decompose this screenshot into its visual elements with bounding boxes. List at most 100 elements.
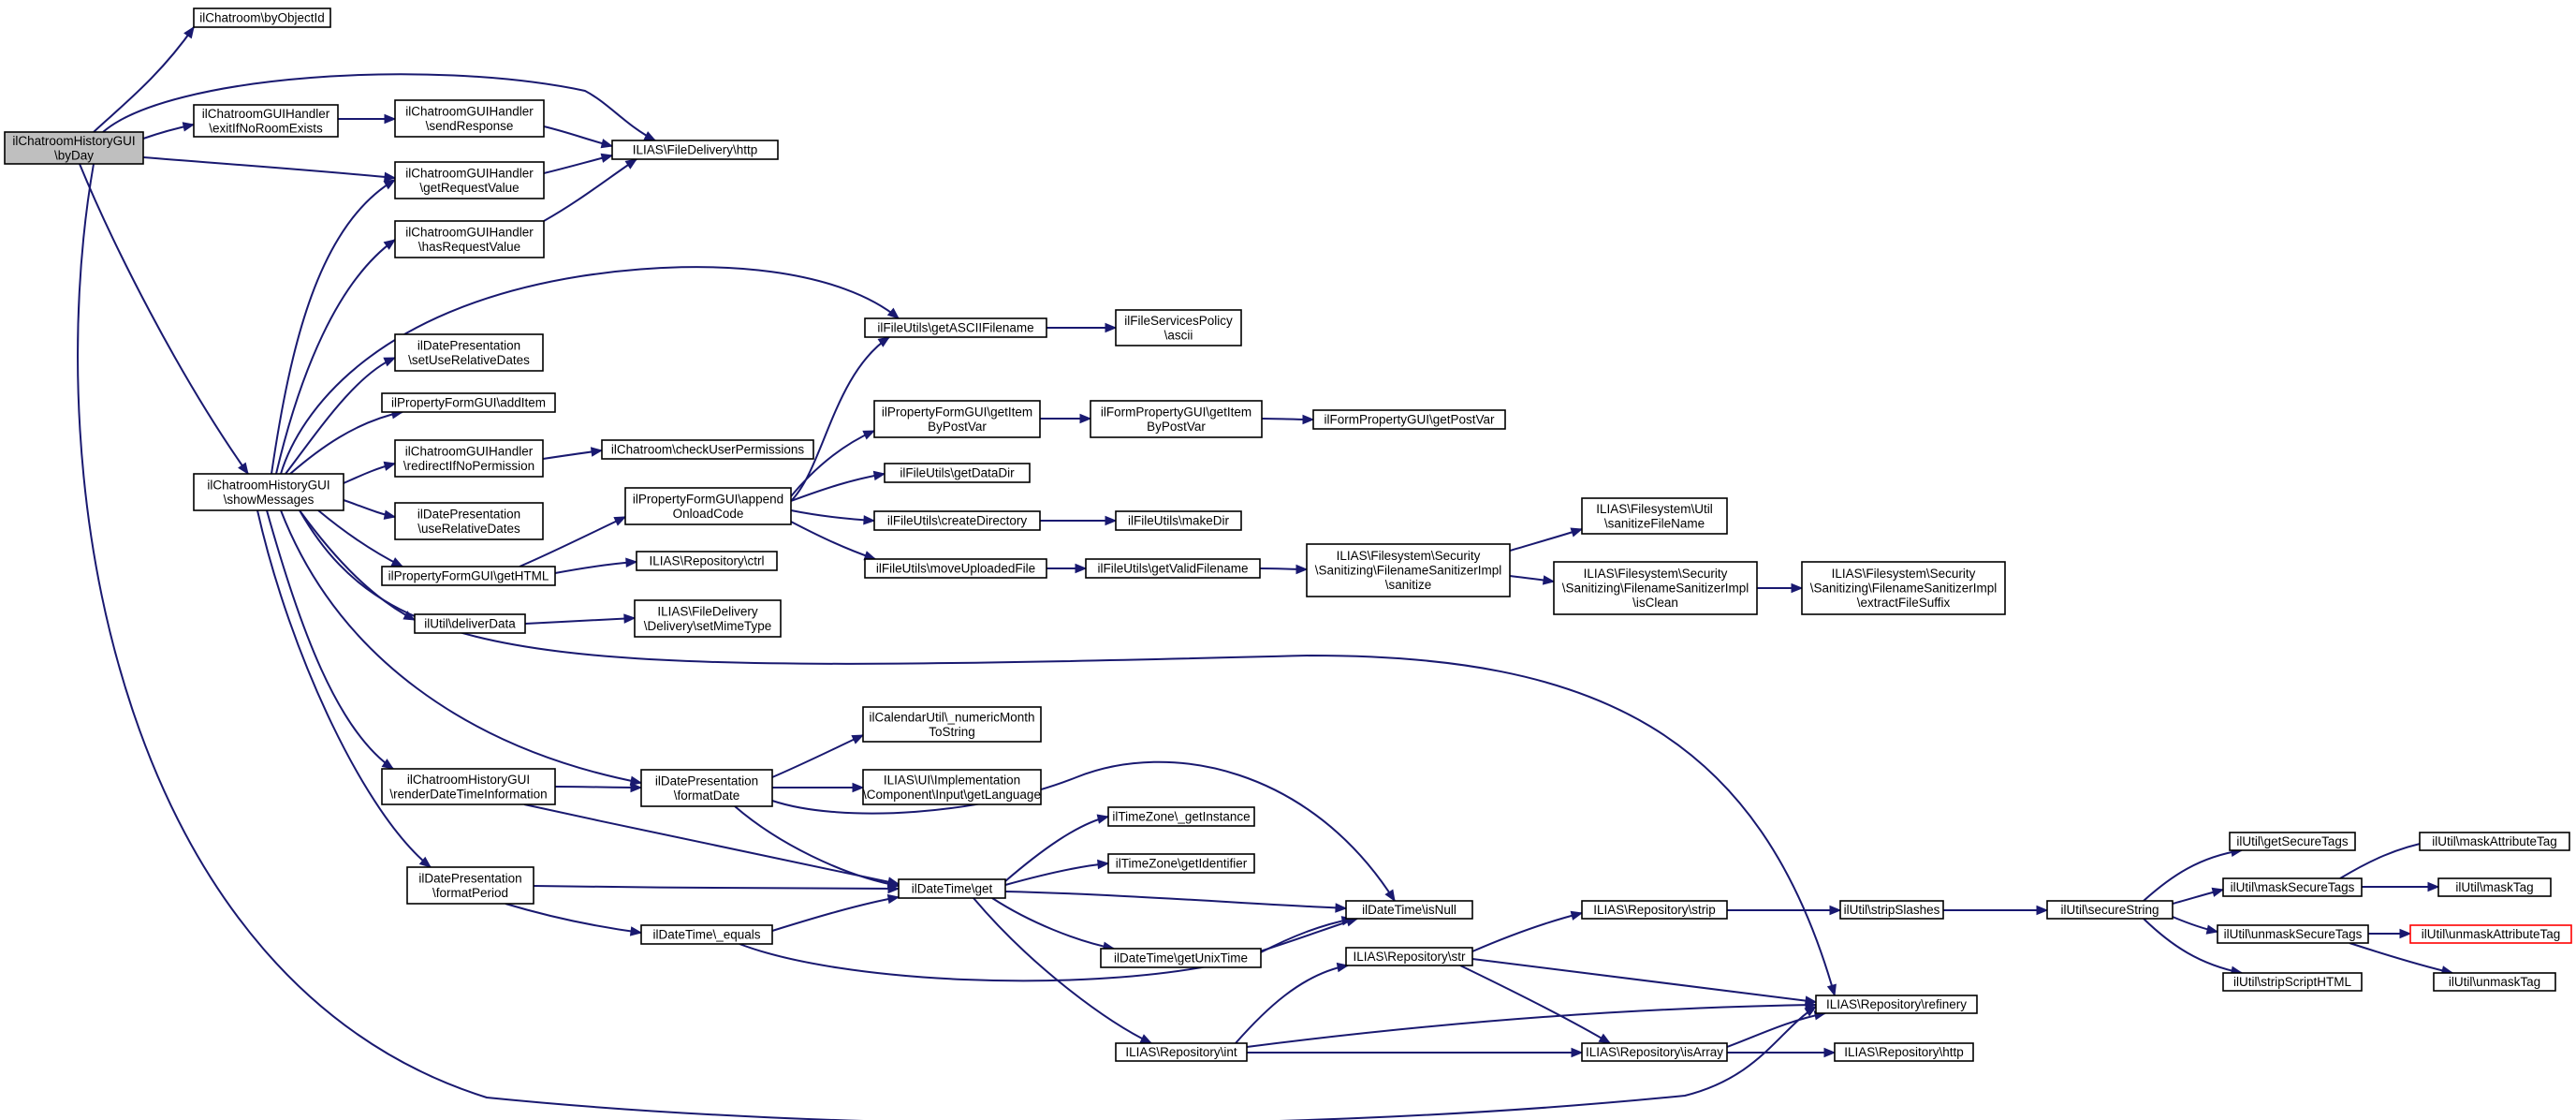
node-moveUploadedFile[interactable]: ilFileUtils\moveUploadedFile xyxy=(864,558,1047,579)
node-getRequestValue[interactable]: ilChatroomGUIHandler\getRequestValue xyxy=(394,161,545,199)
node-box xyxy=(2046,900,2174,920)
edge-getASCIIFilename-to-fileServicesAscii xyxy=(1046,322,1118,333)
node-label-line: ILIAS\Filesystem\Security xyxy=(1584,567,1728,581)
node-box xyxy=(2229,832,2356,851)
node-maskTag[interactable]: ilUtil\maskTag xyxy=(2437,877,2552,897)
node-makeDir[interactable]: ilFileUtils\makeDir xyxy=(1115,510,1242,531)
node-isArray[interactable]: ILIAS\Repository\isArray xyxy=(1581,1042,1728,1062)
arrowhead xyxy=(1096,814,1110,824)
node-deliverData[interactable]: ilUtil\deliverData xyxy=(414,613,526,634)
node-sanitizerSanitize[interactable]: ILIAS\Filesystem\Security\Sanitizing\Fil… xyxy=(1306,543,1511,597)
node-repositoryCtrl[interactable]: ILIAS\Repository\ctrl xyxy=(636,551,778,571)
edge-showMessages-to-renderDateTimeInformation xyxy=(266,509,395,770)
arrowhead xyxy=(381,759,395,770)
node-label-line: ILIAS\Filesystem\Util xyxy=(1596,502,1713,516)
node-label-line: \Sanitizing\FilenameSanitizerImpl xyxy=(1810,582,1998,596)
edge-exitIfNoRoomExists-to-sendResponse xyxy=(338,113,397,125)
node-equals[interactable]: ilDateTime\_equals xyxy=(640,924,773,945)
node-maskSecureTags[interactable]: ilUtil\maskSecureTags xyxy=(2222,877,2363,897)
node-checkUserPermissions[interactable]: ilChatroom\checkUserPermissions xyxy=(601,439,814,460)
node-hasRequestValue[interactable]: ilChatroomGUIHandler\hasRequestValue xyxy=(394,220,545,258)
node-label-line: ILIAS\Repository\isArray xyxy=(1586,1045,1723,1059)
node-getInstance[interactable]: ilTimeZone\_getInstance xyxy=(1107,806,1255,827)
node-box xyxy=(1090,400,1263,438)
arrowhead xyxy=(1826,983,1837,997)
node-dateTimeGet[interactable]: ilDateTime\get xyxy=(898,878,1006,899)
node-getHTML[interactable]: ilPropertyFormGUI\getHTML xyxy=(381,566,556,586)
edge-secureString-to-unmaskSecureTags xyxy=(2172,916,2219,935)
node-getASCIIFilename[interactable]: ilFileUtils\getASCIIFilename xyxy=(864,317,1047,338)
node-formatDate[interactable]: ilDatePresentation\formatDate xyxy=(640,769,773,807)
arrowhead xyxy=(600,153,614,163)
node-label-line: ILIAS\UI\Implementation xyxy=(884,773,1020,787)
node-extractFileSuffix[interactable]: ILIAS\Filesystem\Security\Sanitizing\Fil… xyxy=(1801,561,2006,615)
node-label-line: ILIAS\Repository\refinery xyxy=(1826,997,1967,1011)
node-repositoryInt[interactable]: ILIAS\Repository\int xyxy=(1115,1042,1248,1062)
node-getSecureTags[interactable]: ilUtil\getSecureTags xyxy=(2229,832,2356,851)
node-maskAttributeTag[interactable]: ilUtil\maskAttributeTag xyxy=(2419,832,2570,851)
node-useRelativeDates[interactable]: ilDatePresentation\useRelativeDates xyxy=(394,502,544,540)
edge-showMessages-to-formatPeriod xyxy=(256,509,432,868)
node-box xyxy=(4,131,144,165)
node-renderDateTimeInformation[interactable]: ilChatroomHistoryGUI\renderDateTimeInfor… xyxy=(381,768,556,805)
node-box xyxy=(1115,510,1242,531)
node-getUnixTime[interactable]: ilDateTime\getUnixTime xyxy=(1100,948,1262,968)
node-stripSlashes[interactable]: ilUtil\stripSlashes xyxy=(1839,900,1944,920)
node-secureString[interactable]: ilUtil\secureString xyxy=(2046,900,2174,920)
node-isNull[interactable]: ilDateTime\isNull xyxy=(1345,900,1473,920)
node-root[interactable]: ilChatroomHistoryGUI\byDay xyxy=(4,131,144,165)
node-getValidFilename[interactable]: ilFileUtils\getValidFilename xyxy=(1085,558,1261,579)
edge-showMessages-to-formatDate xyxy=(280,509,643,786)
edge-redirectIfNoPermission-to-checkUserPermissions xyxy=(542,447,604,460)
node-label-line: ByPostVar xyxy=(928,420,987,434)
node-exitIfNoRoomExists[interactable]: ilChatroomGUIHandler\exitIfNoRoomExists xyxy=(193,104,339,138)
node-box xyxy=(1345,900,1473,920)
node-fileServicesAscii[interactable]: ilFileServicesPolicy\ascii xyxy=(1115,309,1242,346)
node-label-line: \Delivery\setMimeType xyxy=(644,619,772,633)
node-fileDeliveryHttp[interactable]: ILIAS\FileDelivery\http xyxy=(611,140,779,160)
node-addItem[interactable]: ilPropertyFormGUI\addItem xyxy=(381,392,556,413)
node-byObjectId[interactable]: ilChatroom\byObjectId xyxy=(193,7,331,28)
node-redirectIfNoPermission[interactable]: ilChatroomGUIHandler\redirectIfNoPermiss… xyxy=(394,439,544,478)
node-label-line: \exitIfNoRoomExists xyxy=(209,121,323,135)
node-repositoryStr[interactable]: ILIAS\Repository\str xyxy=(1345,947,1473,966)
node-refinery[interactable]: ILIAS\Repository\refinery xyxy=(1815,995,1978,1014)
node-unmaskTag[interactable]: ilUtil\unmaskTag xyxy=(2433,972,2556,992)
node-getPostVar[interactable]: ilFormPropertyGUI\getPostVar xyxy=(1312,409,1506,430)
node-box xyxy=(394,439,544,478)
node-showMessages[interactable]: ilChatroomHistoryGUI\showMessages xyxy=(193,473,344,511)
edge-repositoryStr-to-isArray xyxy=(1459,965,1612,1044)
node-label-line: ilPropertyFormGUI\addItem xyxy=(391,396,546,410)
node-label-line: ilUtil\stripScriptHTML xyxy=(2233,975,2352,989)
arrowhead xyxy=(886,893,900,905)
node-sendResponse[interactable]: ilChatroomGUIHandler\sendResponse xyxy=(394,99,545,138)
node-box xyxy=(1581,1042,1728,1062)
arrowhead xyxy=(1823,1047,1837,1058)
node-label-line: ilPropertyFormGUI\getItem xyxy=(882,405,1032,419)
node-box xyxy=(394,333,544,372)
node-setUseRelativeDates[interactable]: ilDatePresentation\setUseRelativeDates xyxy=(394,333,544,372)
node-repositoryStrip[interactable]: ILIAS\Repository\strip xyxy=(1581,900,1728,920)
node-unmaskAttributeTag[interactable]: ilUtil\unmaskAttributeTag xyxy=(2409,924,2572,944)
node-sanitizerIsClean[interactable]: ILIAS\Filesystem\Security\Sanitizing\Fil… xyxy=(1553,561,1758,615)
node-sanitizeFileName[interactable]: ILIAS\Filesystem\Util\sanitizeFileName xyxy=(1581,497,1728,535)
node-getIdentifier[interactable]: ilTimeZone\getIdentifier xyxy=(1107,853,1255,874)
edge-repositoryInt-to-isArray xyxy=(1247,1047,1584,1058)
node-createDirectory[interactable]: ilFileUtils\createDirectory xyxy=(873,510,1041,531)
node-formatPeriod[interactable]: ilDatePresentation\formatPeriod xyxy=(406,866,534,905)
node-unmaskSecureTags[interactable]: ilUtil\unmaskSecureTags xyxy=(2217,924,2369,944)
node-label-line: ilChatroom\checkUserPermissions xyxy=(611,443,805,457)
node-label-line: ilFileUtils\createDirectory xyxy=(887,514,1028,528)
node-getLanguage[interactable]: ILIAS\UI\Implementation\Component\Input\… xyxy=(862,769,1042,805)
node-repositoryHttp[interactable]: ILIAS\Repository\http xyxy=(1834,1042,1974,1062)
arrowhead xyxy=(1571,1047,1584,1058)
node-setMimeType[interactable]: ILIAS\FileDelivery\Delivery\setMimeType xyxy=(634,599,782,638)
node-box xyxy=(1115,1042,1248,1062)
node-label-line: \sendResponse xyxy=(426,119,514,133)
node-stripScriptHTML[interactable]: ilUtil\stripScriptHTML xyxy=(2222,972,2363,992)
node-getDataDir[interactable]: ilFileUtils\getDataDir xyxy=(884,463,1031,483)
